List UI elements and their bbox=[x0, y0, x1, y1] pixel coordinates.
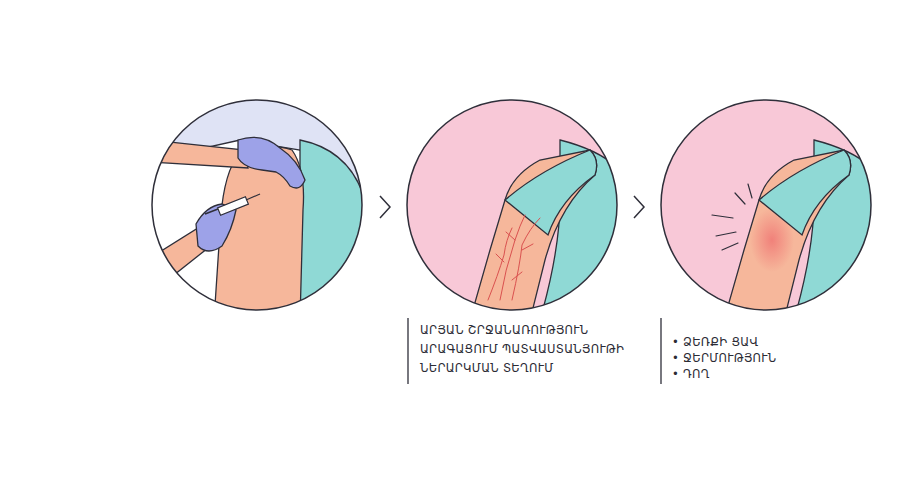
symptom-item: • ՁԵՌՔԻ ՑԱՎ bbox=[672, 334, 862, 350]
chevron bbox=[380, 196, 390, 218]
text-bar bbox=[660, 318, 661, 384]
injection-scene bbox=[150, 98, 365, 320]
symptom-item: • ՋԵՐՄՈՒԹՅՈՒՆ bbox=[672, 350, 862, 366]
pain-scene bbox=[659, 98, 874, 320]
chevron bbox=[634, 196, 644, 218]
caption-text: ԱՐՅԱՆ ՇՐՋԱՆԱՌՈՒԹՅՈՒՆ ԱՐԱԳԱՑՈՒՄ ՊԱՏՎԱՍՏԱՆ… bbox=[420, 321, 625, 378]
symptom-item: • ԴՈՂ bbox=[672, 366, 862, 382]
circulation-scene bbox=[405, 98, 620, 320]
text-bar bbox=[407, 318, 408, 384]
